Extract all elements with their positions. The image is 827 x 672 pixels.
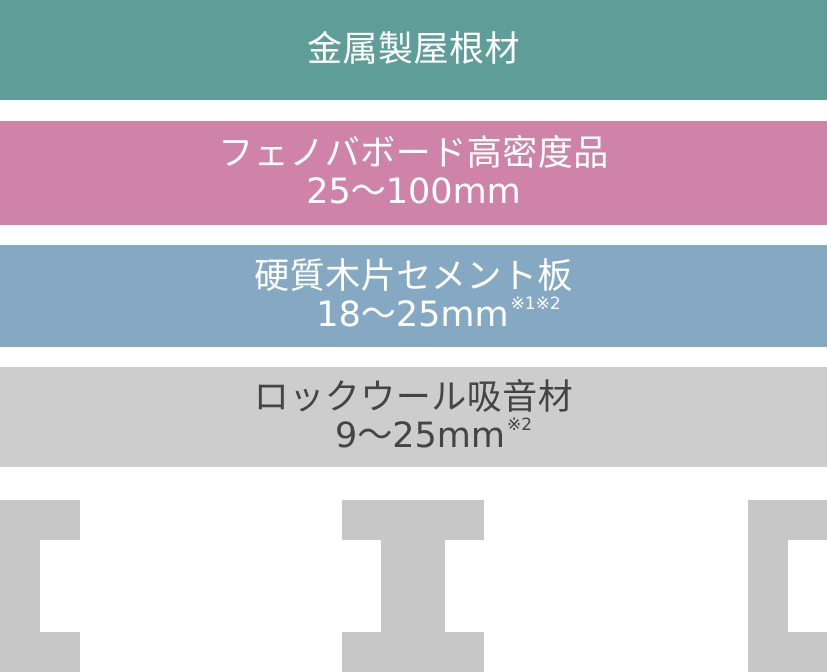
cement-board-note: ※1※2	[510, 294, 561, 315]
metal-roof-label: 金属製屋根材	[306, 29, 520, 70]
channel-right-member	[748, 500, 827, 672]
steel-frame	[0, 500, 827, 672]
metal-roof-layer: 金属製屋根材	[0, 0, 827, 100]
rock-wool-note: ※2	[506, 415, 533, 436]
h-beam-member	[342, 500, 484, 672]
phenol-board-thickness: 25～100mm	[306, 172, 521, 212]
channel-left-member	[0, 500, 80, 672]
cement-board-label: 硬質木片セメント板	[254, 256, 573, 297]
rock-wool-thickness: 9～25mm	[334, 416, 505, 456]
cement-board-thickness: 18～25mm	[316, 295, 509, 335]
rock-wool-layer: ロックウール吸音材 9～25mm※2	[0, 367, 827, 467]
rock-wool-label: ロックウール吸音材	[253, 377, 574, 418]
phenol-board-layer: フェノバボード高密度品 25～100mm	[0, 121, 827, 225]
cement-board-thickness-row: 18～25mm※1※2	[266, 294, 561, 335]
cement-board-layer: 硬質木片セメント板 18～25mm※1※2	[0, 245, 827, 347]
rock-wool-thickness-row: 9～25mm※2	[295, 415, 533, 456]
phenol-board-label: フェノバボード高密度品	[218, 133, 609, 174]
